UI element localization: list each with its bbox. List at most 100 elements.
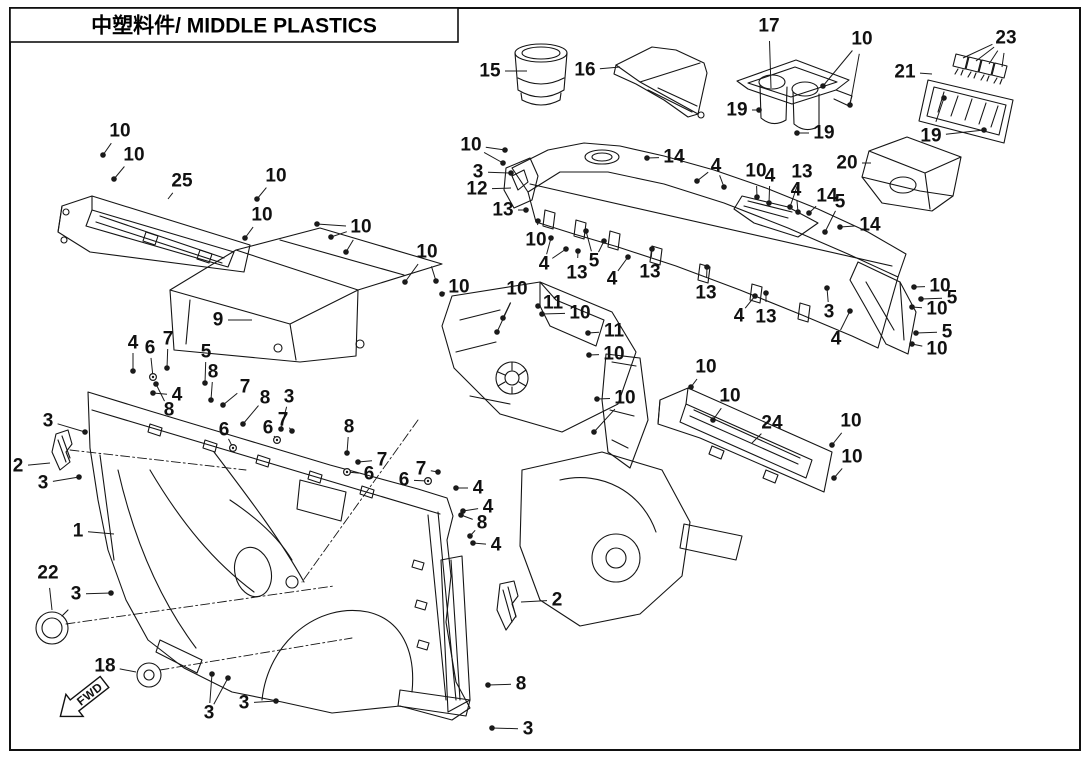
leader-line: [209, 673, 213, 704]
fastener-glyph: [787, 204, 793, 210]
leader-line: [962, 43, 993, 59]
fastener-glyph: [586, 352, 592, 358]
leader-line: [593, 408, 616, 433]
callout-label-17: 17: [758, 16, 779, 37]
fastener-glyph: [278, 426, 284, 432]
fastener-glyph: [470, 540, 476, 546]
leader-line: [483, 151, 504, 164]
fastener-glyph: [500, 160, 506, 166]
callout-label-14: 14: [663, 147, 685, 168]
fastener-glyph: [535, 218, 541, 224]
leader-line: [242, 405, 259, 425]
leader-line: [789, 186, 798, 208]
fastener-glyph: [328, 234, 334, 240]
callout-label-10: 10: [525, 230, 546, 251]
leader-line: [166, 348, 169, 369]
fastener-glyph: [625, 254, 631, 260]
fastener-glyph: [548, 235, 554, 241]
leader-line: [222, 392, 238, 406]
callout-label-1: 1: [73, 521, 84, 542]
callout-label-8: 8: [208, 362, 219, 383]
part-17-cup-holder-tray-drawing: [736, 59, 853, 131]
fastener-glyph: [153, 381, 159, 387]
leader-line: [49, 587, 53, 611]
fastener-glyph: [202, 380, 208, 386]
callout-label-13: 13: [492, 200, 513, 221]
fastener-glyph: [585, 330, 591, 336]
leader-line: [541, 312, 566, 315]
part-12-dashboard-assembly-drawing: [503, 142, 917, 355]
fastener-glyph: [766, 200, 772, 206]
callout-label-4: 4: [128, 333, 139, 354]
page-border: [9, 7, 1081, 751]
fastener-glyph: [594, 396, 600, 402]
callout-label-12: 12: [466, 179, 487, 200]
fastener-glyph: [763, 290, 769, 296]
leader-line: [496, 302, 512, 333]
fastener-glyph: [601, 238, 607, 244]
washer-glyph-center: [151, 375, 155, 379]
leader-line: [768, 185, 771, 204]
callout-label-16: 16: [574, 60, 595, 81]
fastener-glyph: [150, 390, 156, 396]
callout-label-3: 3: [523, 719, 534, 740]
callout-label-4: 4: [539, 254, 550, 275]
callout-label-10: 10: [745, 161, 766, 182]
callout-label-5: 5: [589, 251, 600, 272]
part-2-clip-right-drawing: [496, 580, 519, 631]
callout-label-4: 4: [831, 329, 842, 350]
fastener-glyph: [458, 512, 464, 518]
leader-line: [210, 381, 213, 401]
fastener-glyph: [355, 459, 361, 465]
fastener-glyph: [829, 442, 835, 448]
callout-label-8: 8: [164, 400, 175, 421]
fastener-glyph: [820, 83, 826, 89]
fastener-glyph: [909, 341, 915, 347]
fastener-glyph: [453, 485, 459, 491]
washer-glyph-center: [345, 470, 349, 474]
leader-line: [280, 406, 288, 430]
fastener-glyph: [208, 397, 214, 403]
callout-label-10: 10: [448, 277, 469, 298]
right-side-panel-drawing: [397, 451, 743, 717]
callout-label-5: 5: [835, 192, 846, 213]
fastener-glyph: [837, 224, 843, 230]
leader-line: [204, 361, 207, 384]
fastener-glyph: [911, 284, 917, 290]
callout-label-8: 8: [260, 388, 271, 409]
static-artwork: [35, 43, 1014, 721]
callout-label-7: 7: [163, 329, 174, 350]
callout-label-24: 24: [761, 413, 783, 434]
callout-label-10: 10: [109, 121, 130, 142]
fastener-glyph: [433, 278, 439, 284]
callout-label-4: 4: [172, 385, 183, 406]
washer-glyph-center: [231, 446, 235, 450]
callout-label-13: 13: [566, 263, 587, 284]
fastener-glyph: [909, 304, 915, 310]
leader-line: [824, 210, 836, 233]
callout-label-10: 10: [719, 386, 740, 407]
part-21-switch-panel-drawing: [918, 79, 1014, 144]
callout-label-3: 3: [473, 162, 484, 183]
fastener-glyph: [806, 210, 812, 216]
leader-line: [155, 383, 165, 402]
callout-label-2: 2: [552, 590, 563, 611]
fastener-glyph: [644, 155, 650, 161]
fastener-glyph: [754, 194, 760, 200]
leader-line: [253, 700, 277, 703]
callout-label-3: 3: [824, 302, 835, 323]
callout-label-7: 7: [416, 459, 427, 480]
callout-label-11: 11: [604, 321, 625, 342]
washer-glyph-center: [275, 438, 279, 442]
leader-line: [404, 263, 419, 283]
callout-label-3: 3: [71, 584, 82, 605]
callout-label-13: 13: [639, 262, 660, 283]
callout-label-8: 8: [477, 513, 488, 534]
leader-line: [546, 237, 552, 255]
fastener-glyph: [563, 246, 569, 252]
fastener-glyph: [535, 303, 541, 309]
part-20-bracket-box-drawing: [861, 136, 962, 212]
callout-label-5: 5: [201, 342, 212, 363]
